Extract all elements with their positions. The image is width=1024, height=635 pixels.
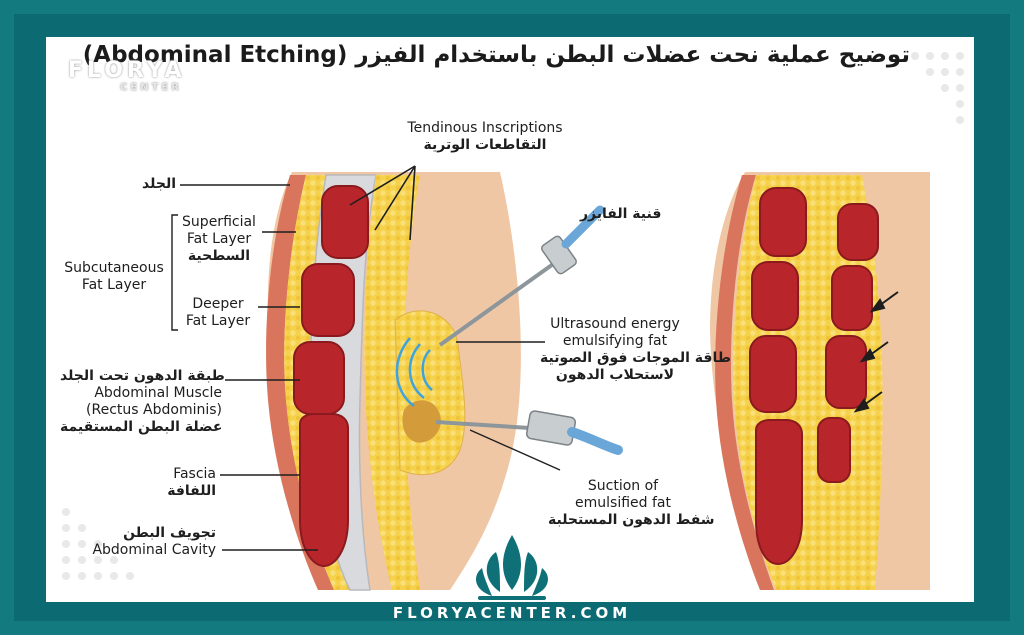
label-deeper: Deeper Fat Layer [178, 296, 258, 330]
skin-layer-right [715, 175, 774, 590]
muscle-segment [299, 413, 349, 568]
label-tendinous-en: Tendinous Inscriptions [407, 120, 563, 136]
vaser-probe [438, 205, 605, 347]
etching-arrows [853, 291, 899, 413]
label-cavity-en: Abdominal Cavity [92, 542, 216, 558]
label-fascia-ar: اللفافة [167, 483, 216, 499]
label-subcut-ar: طبقة الدهون تحت الجلد [60, 368, 225, 384]
label-superficial: Superficial Fat Layer السطحية [178, 214, 260, 265]
label-subcutaneous: Subcutaneous Fat Layer [60, 260, 168, 294]
brand-logo: FLORYA CENTER [68, 58, 186, 94]
brand-logo-line2: CENTER [120, 82, 182, 93]
label-superficial-en2: Fat Layer [186, 231, 252, 247]
label-tendinous-ar: التقاطعات الوترية [423, 137, 547, 153]
emulsified-fat-blob [402, 400, 441, 443]
leader-lines [180, 184, 561, 551]
label-suction-ar: شفط الدهون المستحلبة [548, 512, 715, 528]
muscle-segment [825, 335, 867, 409]
lotus-logo-icon [476, 535, 548, 600]
label-deeper-en2: Fat Layer [185, 313, 251, 329]
decorative-dots-bottom [62, 508, 134, 580]
label-cavity-ar: تجويف البطن [123, 525, 216, 541]
muscle-segment [837, 203, 879, 261]
label-suction: Suction of emulsified fat شفط الدهون الم… [548, 478, 715, 529]
skin-layer-left [266, 175, 334, 590]
label-suction-en1: Suction of [587, 478, 659, 494]
label-ultrasound-en2: emulsifying fat [562, 333, 668, 349]
label-ultrasound-en1: Ultrasound energy [550, 316, 680, 332]
muscle-segment [831, 265, 873, 331]
label-tendinous: Tendinous Inscriptions التقاطعات الوترية [390, 120, 580, 154]
label-muscle-en1: Abdominal Muscle [94, 385, 222, 401]
label-muscle-en2: (Rectus Abdominis) [86, 402, 222, 418]
muscle-segments-right [749, 187, 879, 566]
deeper-fat-left [364, 175, 420, 590]
label-superficial-ar: السطحية [187, 248, 251, 264]
tendinous-arrows [349, 165, 416, 241]
label-superficial-en1: Superficial [182, 214, 256, 230]
footer-site-url[interactable]: FLORYACENTER.COM [392, 604, 632, 622]
bracket-lines [171, 214, 178, 331]
label-ultrasound-ar2: لاستحلاب الدهون [555, 367, 675, 383]
brand-logo-line1: FLORYA [68, 58, 186, 83]
label-suction-en2: emulsified fat [575, 495, 671, 511]
page-title: توضيح عملية نحت عضلات البطن باستخدام الف… [82, 42, 910, 68]
label-muscle-ar: عضلة البطن المستقيمة [60, 419, 223, 435]
muscle-segments-left [293, 185, 369, 568]
muscle-segment [749, 335, 797, 413]
label-subcutaneous-en1: Subcutaneous [64, 260, 164, 276]
muscle-segment [293, 341, 345, 415]
decorative-dots-top [911, 52, 964, 124]
muscle-segment [817, 417, 851, 483]
right-cross-section [710, 172, 930, 590]
left-cross-section [171, 165, 623, 591]
label-subcutaneous-en2: Fat Layer [81, 277, 147, 293]
label-vaser-ar: قنية الفايزر [580, 206, 662, 222]
label-muscle: طبقة الدهون تحت الجلد Abdominal Muscle (… [60, 368, 225, 436]
muscle-segment [301, 263, 355, 337]
muscle-segment [751, 261, 799, 331]
ultrasound-waves [395, 337, 433, 408]
label-deeper-en1: Deeper [192, 296, 244, 312]
label-cavity: تجويف البطن Abdominal Cavity [70, 525, 216, 559]
label-ultrasound: Ultrasound energy emulsifying fat طاقة ا… [540, 316, 731, 384]
muscle-segment [755, 419, 803, 566]
muscle-segment [759, 187, 807, 257]
label-skin-ar: الجلد [142, 176, 176, 192]
muscle-segment [321, 185, 369, 259]
suction-cannula [435, 410, 623, 455]
label-ultrasound-ar1: طاقة الموجات فوق الصوتية [540, 350, 731, 366]
label-fascia-en: Fascia [173, 466, 216, 482]
label-fascia: Fascia اللفافة [110, 466, 216, 500]
